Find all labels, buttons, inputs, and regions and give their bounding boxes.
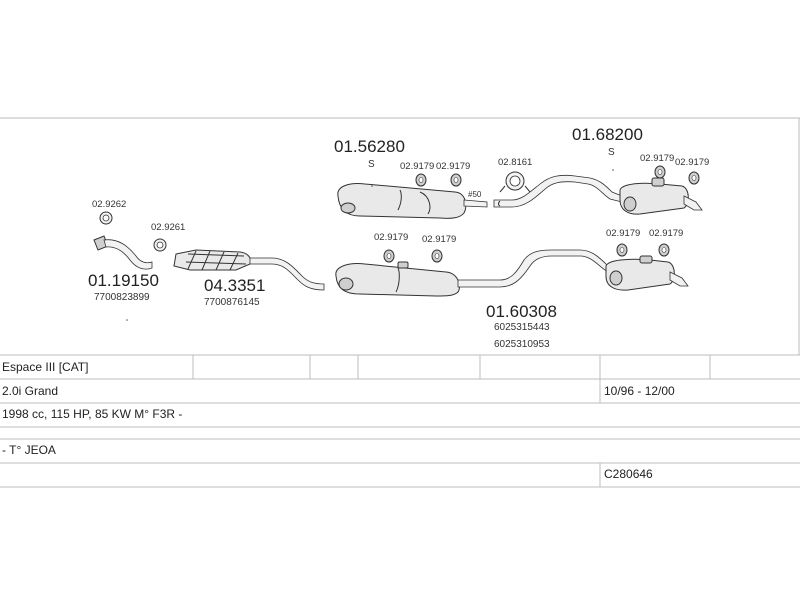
part-number-01-60308: 01.60308 [486, 302, 557, 321]
part-number-01-56280: 01.56280 [334, 137, 405, 156]
part-number-04-3351: 04.3351 [204, 276, 265, 295]
table-type: - T° JEOA [2, 443, 56, 457]
gasket-02-9261 [153, 238, 167, 252]
rear-muffler-01-68200 [619, 177, 703, 215]
label-02-9262: 02.9262 [92, 199, 126, 210]
table-period: 10/96 - 12/00 [604, 384, 675, 398]
label-02-9179-e: 02.9179 [374, 232, 408, 243]
table-code: C280646 [604, 467, 653, 481]
label-02-9261: 02.9261 [151, 222, 185, 233]
oe-04-3351: 7700876145 [204, 297, 260, 308]
oe-01-60308-a: 6025315443 [494, 322, 550, 333]
intermediate-pipe-04-3351 [249, 257, 325, 291]
oe-01-60308-b: 6025310953 [494, 339, 550, 350]
rear-muffler-01-60308 [605, 255, 689, 291]
label-02-9179-d: 02.9179 [675, 157, 709, 168]
label-02-9179-b: 02.9179 [436, 161, 470, 172]
rubber-mount-02-9179 [415, 165, 700, 187]
label-02-9179-g: 02.9179 [606, 228, 640, 239]
label-02-8161: 02.8161 [498, 157, 532, 168]
label-02-9179-a: 02.9179 [400, 161, 434, 172]
label-dia-50: #50 [468, 190, 482, 199]
rubber-mounts-lower [383, 243, 670, 263]
label-02-9179-f: 02.9179 [422, 234, 456, 245]
vehicle-info-table: Espace III [CAT] 2.0i Grand 10/96 - 12/0… [0, 354, 800, 488]
part-number-01-68200: 01.68200 [572, 125, 643, 144]
suffix-01-68200: S [608, 147, 615, 158]
silencer-01-60308 [335, 249, 609, 297]
pipe-01-56280-outlet [463, 199, 488, 208]
clamp-02-8161 [499, 171, 531, 193]
part-number-01-19150: 01.19150 [88, 271, 159, 290]
suffix-01-56280: S [368, 159, 375, 170]
gasket-02-9262 [99, 211, 113, 225]
oe-01-19150: 7700823899 [94, 292, 150, 303]
silencer-01-56280 [337, 183, 467, 219]
table-spec: 1998 cc, 115 HP, 85 KW M° F3R - [2, 407, 182, 421]
front-pipe-01-19150 [93, 235, 153, 270]
table-engine: 2.0i Grand [2, 384, 58, 398]
label-02-9179-c: 02.9179 [640, 153, 674, 164]
table-model: Espace III [CAT] [2, 360, 88, 374]
catalytic-converter-04-3351 [173, 249, 251, 271]
label-02-9179-h: 02.9179 [649, 228, 683, 239]
